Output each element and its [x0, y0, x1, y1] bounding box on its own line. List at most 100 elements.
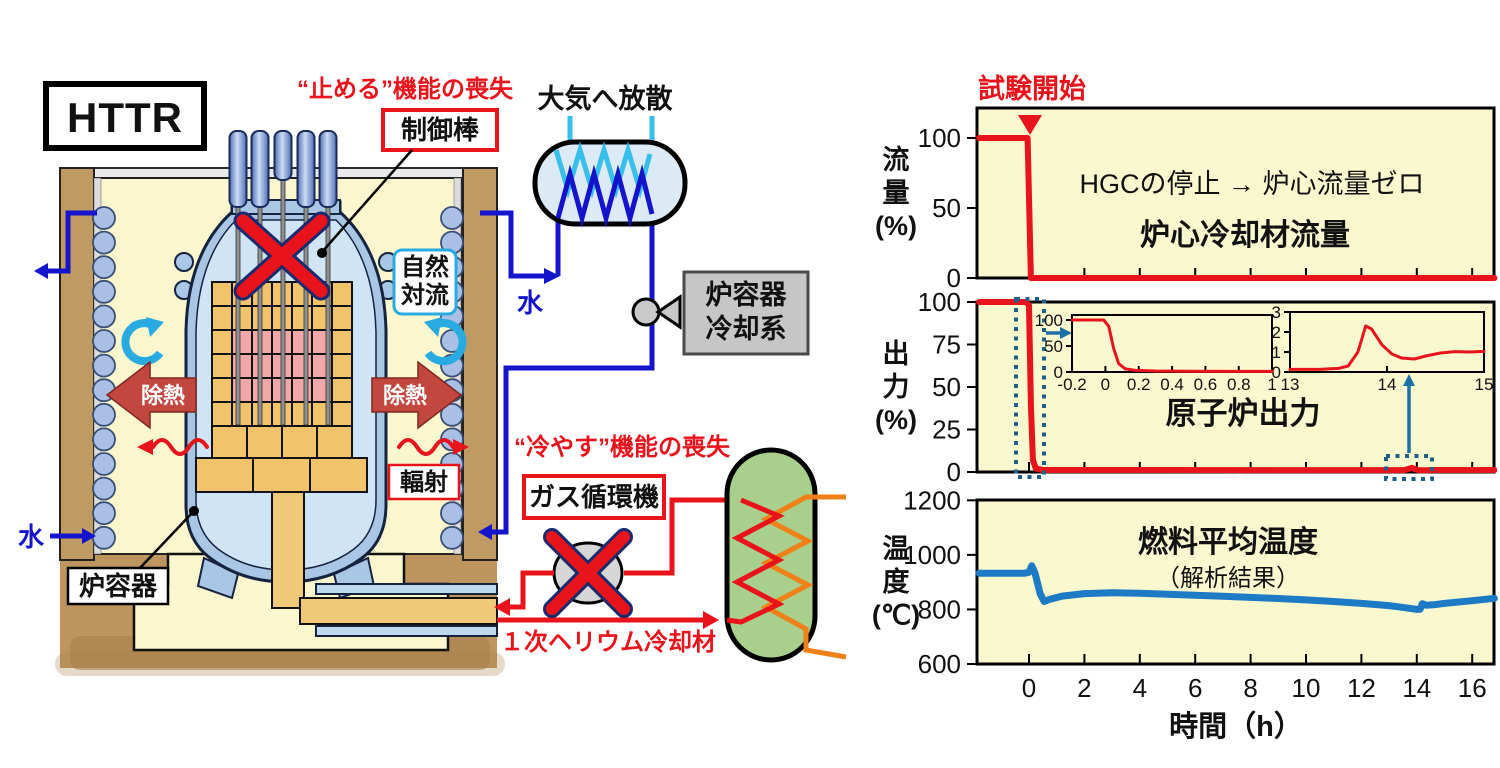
svg-text:0.2: 0.2 [1127, 375, 1151, 394]
svg-text:0: 0 [1101, 375, 1110, 394]
vcs-pump-cone [655, 294, 682, 330]
zoom-box-recriticality [1384, 454, 1434, 481]
water-return-arrow [478, 524, 492, 540]
left-wall [59, 167, 95, 561]
svg-text:0: 0 [1022, 673, 1036, 703]
svg-text:14: 14 [1402, 673, 1431, 703]
temperature-chart-plot [975, 498, 1496, 666]
gas-circulator-label: ガス循環機 [529, 482, 659, 512]
power-inset2-plot [1289, 311, 1485, 373]
svg-text:0: 0 [1054, 363, 1063, 382]
vessel-flange [174, 252, 194, 272]
svg-text:800: 800 [918, 594, 961, 624]
ground-shadow-soft [55, 652, 505, 676]
svg-text:50: 50 [932, 193, 961, 223]
power-ylabel-2: 力 [883, 372, 910, 402]
power-ylabel-3: (%) [875, 405, 917, 435]
water-in-arrow-left [82, 528, 96, 544]
temp-ylabel-2: 度 [883, 566, 910, 597]
control-rod-pointer [321, 149, 413, 253]
helium-return-arrow [494, 598, 510, 616]
vessel-cooling-box [682, 270, 810, 356]
svg-text:0.6: 0.6 [1194, 375, 1218, 394]
power-inset1-plot [1071, 314, 1273, 373]
water-label-left: 水 [18, 522, 45, 552]
svg-text:3: 3 [1272, 303, 1281, 322]
svg-text:50: 50 [1044, 337, 1063, 356]
svg-text:2: 2 [1272, 323, 1281, 342]
svg-text:1: 1 [1267, 375, 1276, 394]
cool-function-loss-label: “冷やす”機能の喪失 [514, 433, 731, 461]
inset2-arrow-head [1403, 374, 1415, 386]
duct-pipe-lower [315, 625, 498, 637]
flow-annotation: HGCの停止 → 炉心流量ゼロ [1079, 169, 1424, 199]
temp-ylabel-3: (℃) [872, 600, 920, 630]
hot-duct [299, 597, 498, 625]
vessel-cooling-line2: 冷却系 [706, 314, 787, 344]
svg-text:14: 14 [1378, 375, 1397, 394]
natural-convection-line1: 自然 [401, 253, 449, 281]
svg-text:1000: 1000 [903, 540, 961, 570]
water-in-arrow-mid [544, 268, 560, 284]
svg-text:0: 0 [1272, 363, 1281, 382]
svg-text:0: 0 [947, 263, 961, 293]
right-wall [462, 167, 498, 561]
svg-text:15: 15 [1475, 375, 1494, 394]
svg-text:50: 50 [932, 372, 961, 402]
vessel-cooling-line1: 炉容器 [706, 279, 788, 310]
water-label-mid: 水 [517, 288, 544, 318]
flow-chart-plot [975, 106, 1496, 280]
power-ylabel-1: 出 [883, 339, 910, 369]
air-cooler [532, 116, 688, 228]
convection-arrow-left [121, 317, 164, 366]
control-rod-box [381, 108, 499, 152]
svg-text:0.4: 0.4 [1160, 375, 1184, 394]
core-support-column [271, 491, 305, 609]
gas-circulator-box [522, 474, 666, 520]
heat-removal-arrow-right [371, 360, 463, 430]
stop-function-loss-label: “止める”機能の喪失 [297, 75, 514, 103]
reactor-vessel-box [66, 566, 170, 606]
httr-title-box [43, 81, 207, 151]
svg-text:100: 100 [1035, 311, 1063, 330]
water-out-arrow [34, 263, 48, 279]
power-title: 原子炉出力 [1166, 396, 1321, 431]
heat-removal-label-right: 除熱 [383, 383, 427, 408]
svg-text:10: 10 [1292, 673, 1321, 703]
svg-text:100: 100 [918, 287, 961, 317]
natural-convection-box [392, 248, 458, 316]
radiation-wave-right [397, 438, 469, 456]
svg-text:25: 25 [932, 415, 961, 445]
green-heat-exchanger [724, 447, 847, 663]
httr-title: HTTR [67, 94, 183, 141]
svg-text:1200: 1200 [903, 485, 961, 515]
helium-supply-arrow [703, 611, 719, 629]
power-inset2-line [1288, 324, 1486, 371]
stop-function-x-mark [233, 211, 331, 301]
heat-removal-arrow-left [105, 360, 197, 430]
zoom-box-scram [1014, 297, 1046, 479]
cool-function-x-mark [543, 528, 633, 618]
temperature-subtitle: （解析結果） [1156, 565, 1300, 592]
svg-text:12: 12 [1347, 673, 1376, 703]
water-tube-column-left [92, 206, 116, 550]
heat-removal-label-left: 除熱 [141, 383, 185, 408]
core-lower-blocks [195, 425, 368, 493]
flow-ylabel-3: (%) [875, 211, 917, 241]
radiation-wave-left [137, 438, 209, 456]
flow-ylabel-1: 流 [883, 145, 910, 175]
svg-text:13: 13 [1281, 375, 1300, 394]
control-rods [228, 130, 338, 426]
temp-ylabel-1: 温 [883, 534, 910, 564]
power-series-line [976, 299, 1497, 474]
control-rod-label: 制御棒 [401, 115, 480, 145]
inset1-arrow-head [1060, 327, 1072, 339]
svg-text:100: 100 [918, 123, 961, 153]
svg-text:2: 2 [1077, 673, 1091, 703]
svg-text:0: 0 [947, 457, 961, 487]
atmosphere-release-label: 大気へ放散 [538, 83, 673, 114]
control-rod-pointer-dot [317, 248, 327, 258]
